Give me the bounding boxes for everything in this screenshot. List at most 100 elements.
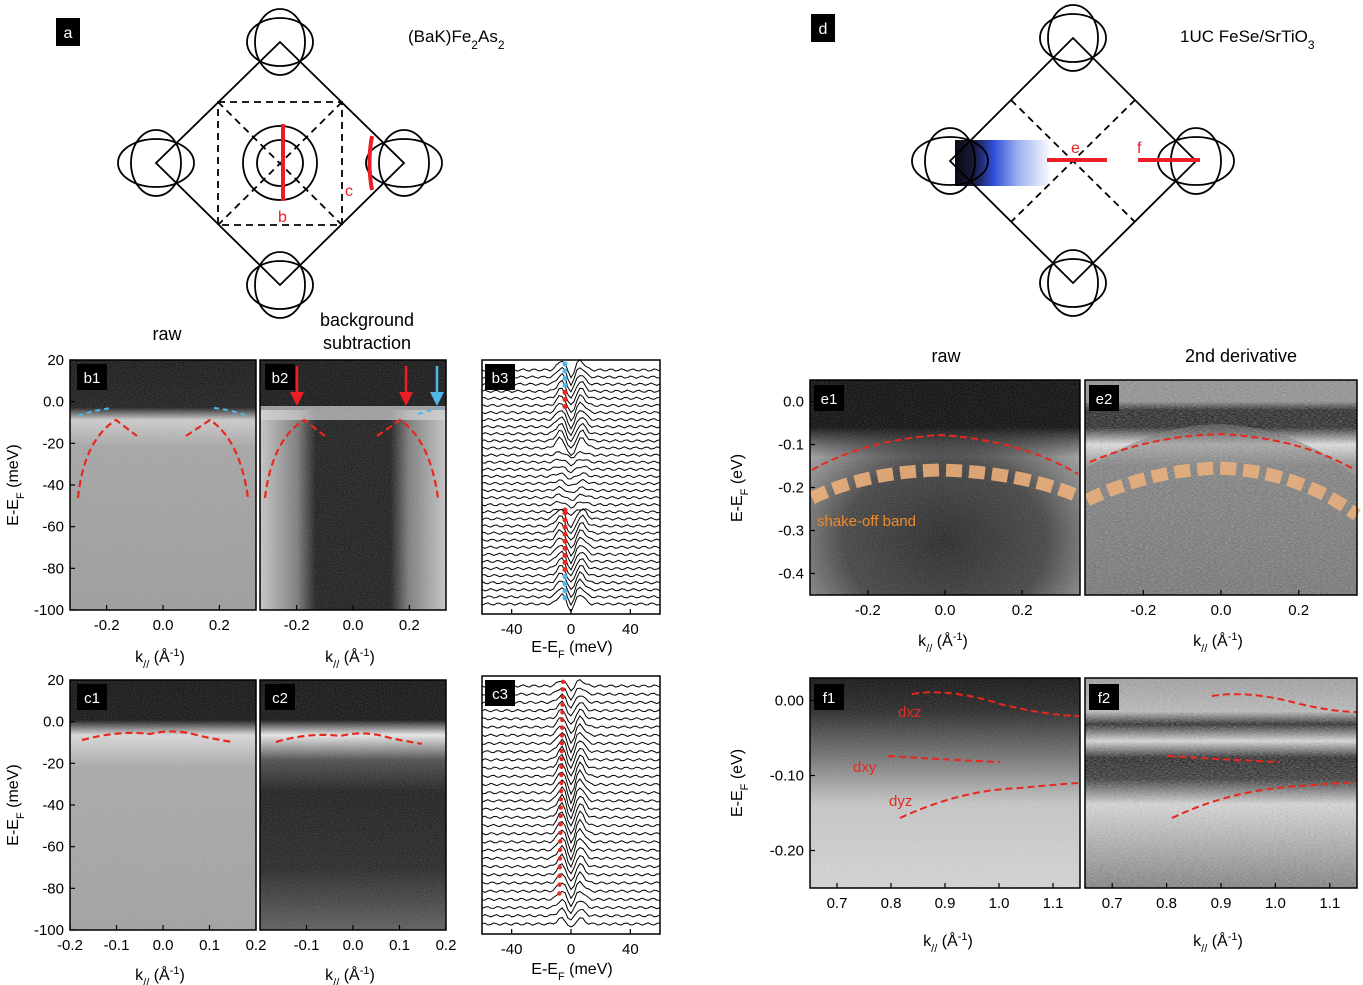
edc-curve: [481, 422, 661, 443]
edc-curve: [481, 862, 661, 882]
band-dxy-dashed: [887, 755, 1001, 763]
edc-curves-c3: [481, 678, 661, 928]
panel-label-c2: c2: [272, 690, 288, 707]
panel-label-c1: c1: [84, 690, 100, 707]
edc-curve: [482, 564, 661, 583]
edc-peak-marker: [562, 382, 568, 388]
electron-pocket: [1047, 4, 1099, 72]
band-dispersion-dashed: [76, 418, 138, 499]
x-tick-label: 40: [622, 621, 639, 638]
electron-pocket: [378, 129, 430, 197]
edc-peak-marker: [560, 717, 565, 723]
edc-curve: [481, 844, 661, 869]
y-tick-label: -100: [34, 922, 64, 939]
edc-peak-marker: [562, 552, 568, 558]
header-bg-line2: subtraction: [323, 333, 411, 353]
edc-peak-marker: [559, 733, 565, 738]
edc-curve: [481, 837, 661, 862]
panel-b2: b2: [259, 359, 447, 611]
panel-label-f2: f2: [1098, 690, 1111, 707]
x-tick-label: 1.1: [1043, 895, 1064, 912]
x-tick-label: 0.1: [199, 937, 220, 954]
edc-peak-marker: [558, 813, 563, 819]
panel-b3: b3: [481, 358, 661, 615]
y-tick-label: -60: [42, 839, 64, 856]
panel-label-bg: [77, 364, 107, 390]
band-dispersion-dashed: [376, 418, 440, 499]
edc-curve: [481, 715, 661, 735]
edc-curve: [481, 769, 661, 796]
edc-curve: [481, 458, 661, 467]
x-tick-label: -0.1: [104, 937, 130, 954]
panel-label-b3: b3: [492, 370, 509, 387]
shakeoff-band-label: shake-off band: [817, 513, 916, 530]
y-tick-label: -40: [42, 797, 64, 814]
edc-curve: [481, 401, 661, 422]
x-axis-title-energy: E-EF (meV): [531, 961, 612, 983]
edc-peak-marker: [562, 375, 568, 381]
panel-e2: e2: [1084, 379, 1361, 596]
panel-c2: c2: [259, 679, 447, 931]
x-tick-label: 0.0: [1211, 602, 1232, 619]
edc-curve: [481, 870, 661, 891]
x-axis-title-k: k// (Å-1): [923, 931, 973, 955]
spectrum-noise: [260, 360, 446, 610]
x-tick-label: 0.7: [827, 895, 848, 912]
orbital-label-dxz: dxz: [898, 704, 921, 721]
edc-curve: [481, 500, 661, 509]
edc-curve: [481, 465, 661, 474]
x-axis-title-k: k// (Å-1): [1193, 631, 1243, 655]
panel-e1: shake-off band e1: [809, 379, 1081, 596]
spectrum-noise: [260, 680, 446, 930]
edc-curve: [481, 429, 661, 449]
edc-curve: [481, 722, 661, 745]
edc-curve: [481, 880, 661, 900]
cut-e-label: e: [1071, 140, 1080, 157]
edc-peak-marker: [562, 574, 568, 580]
edc-curve: [481, 528, 661, 549]
edc-peak-marker: [559, 764, 564, 770]
x-tick-label: 0.9: [935, 895, 956, 912]
panel-label-e2: e2: [1096, 391, 1113, 408]
edc-curves-b3: [481, 358, 661, 613]
electron-pocket: [254, 8, 306, 76]
cut-c-label: c: [345, 183, 353, 200]
x-tick-label: 1.0: [1265, 895, 1286, 912]
x-tick-label: -40: [501, 621, 523, 638]
header-raw-left: raw: [152, 324, 182, 344]
band-dispersion-dashed: [811, 433, 1079, 475]
arrow-red-icon: [399, 366, 413, 406]
x-tick-label: 0.0: [153, 937, 174, 954]
x-axis-title-k: k// (Å-1): [918, 631, 968, 655]
edc-curve: [481, 450, 661, 459]
edc-curve: [481, 478, 661, 487]
edc-curve: [481, 521, 661, 541]
cut-b-label: b: [278, 209, 287, 226]
edc-curve: [481, 387, 661, 406]
x-axis-title-k: k// (Å-1): [135, 965, 185, 985]
edc-peak-marker: [559, 772, 564, 778]
x-tick-label: -40: [501, 941, 523, 958]
band-dispersion-dashed: [1089, 432, 1356, 471]
edc-curve: [481, 508, 661, 517]
edc-curve: [481, 472, 661, 480]
edc-peak-marker: [557, 847, 563, 853]
edc-curve: [481, 708, 661, 725]
band-dispersion-dashed: [185, 418, 250, 499]
edc-peak-marker: [560, 702, 565, 707]
edc-curve: [481, 907, 661, 921]
x-tick-label: 40: [622, 941, 639, 958]
edc-curve: [481, 485, 661, 494]
edc-peak-marker: [558, 822, 563, 827]
compound-label-a: (BaK)Fe2As2: [408, 27, 505, 52]
panel-label-bg: [814, 684, 844, 710]
header-raw-right: raw: [931, 346, 961, 366]
edc-curve: [481, 508, 661, 529]
edc-curve: [481, 393, 661, 414]
panel-label-e1: e1: [821, 391, 838, 408]
x-tick-label: 0.7: [1102, 895, 1123, 912]
x-tick-label: 0: [567, 621, 575, 638]
y-tick-label: -0.20: [770, 843, 804, 860]
edc-peak-marker: [560, 687, 566, 692]
